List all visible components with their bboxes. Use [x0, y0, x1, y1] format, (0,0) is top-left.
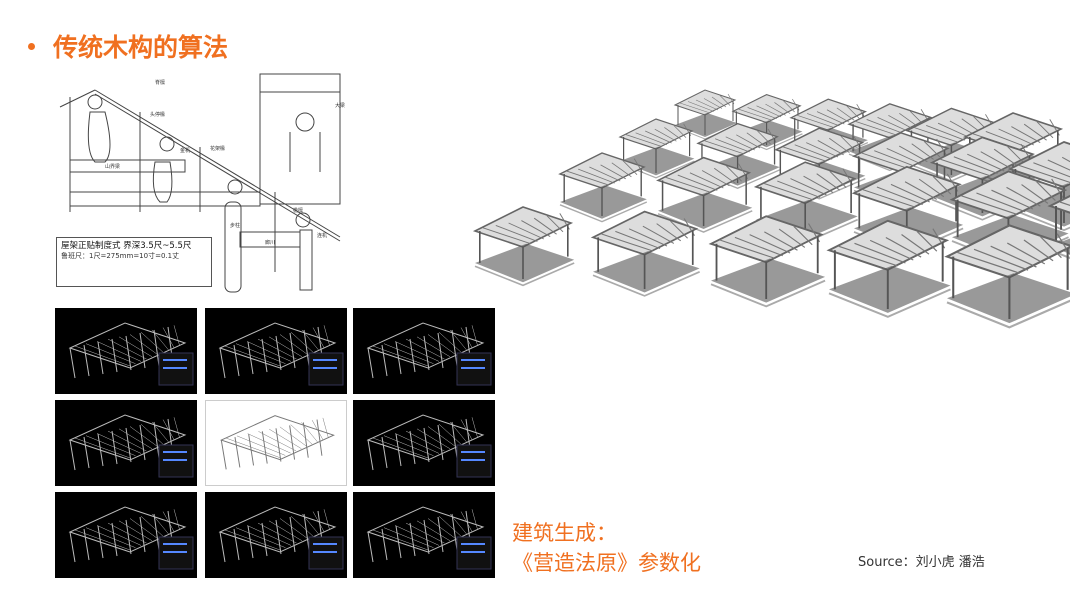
diagram-label: 脊檩 — [155, 79, 165, 86]
render-thumbnail — [353, 400, 495, 486]
wireframe-house — [656, 156, 753, 233]
wireframe-house — [558, 152, 648, 223]
wireframe-house — [590, 210, 700, 297]
render-thumbnail — [205, 400, 347, 486]
caption-line-1: 建筑生成： — [512, 521, 617, 545]
source-credit: Source：刘小虎 潘浩 — [858, 555, 985, 570]
render-thumbnail — [55, 308, 197, 394]
caption: 建筑生成： 《营造法原》参数化 — [512, 518, 701, 578]
render-thumbnail — [55, 400, 197, 486]
generated-houses-array — [472, 89, 1070, 329]
slide-title: 传统木构的算法 — [28, 28, 228, 64]
legend-unit: 鲁班尺：1尺=275mm=10寸=0.1丈 — [61, 252, 180, 261]
diagram-label: 檐檩 — [293, 207, 303, 214]
diagram-label: 头停椽 — [150, 111, 165, 118]
render-thumbnail — [353, 308, 495, 394]
slide-title-text: 传统木构的算法 — [53, 33, 229, 62]
diagram-label: 廊川 — [265, 239, 275, 246]
render-thumbnail — [353, 492, 495, 578]
diagram-legend-box: 屋架正贴制度式 界深3.5尺~5.5尺 鲁班尺：1尺=275mm=10寸=0.1… — [56, 237, 212, 287]
diagram-label: 花架椽 — [210, 145, 225, 152]
wireframe-house — [826, 219, 951, 318]
render-thumbnail-grid — [55, 308, 496, 579]
diagram-label: 大梁 — [335, 102, 345, 109]
diagram-label: 步柱 — [230, 222, 240, 229]
diagram-label: 金机 — [180, 147, 190, 154]
wireframe-house — [944, 224, 1070, 329]
legend-title: 屋架正贴制度式 界深3.5尺~5.5尺 — [61, 241, 192, 251]
render-thumbnail — [205, 308, 347, 394]
wireframe-house — [472, 206, 575, 287]
diagram-label: 山界梁 — [105, 163, 120, 170]
render-thumbnail — [55, 492, 197, 578]
bullet-icon — [28, 42, 35, 50]
wireframe-house — [708, 215, 826, 308]
caption-line-2: 《营造法原》参数化 — [512, 551, 701, 575]
render-thumbnail — [205, 492, 347, 578]
diagram-label: 连机 — [317, 232, 327, 239]
timber-frame-diagram: 脊檩 头停椽 花架椽 大梁 山界梁 金机 步柱 廊川 檐檩 连机 — [59, 73, 345, 293]
